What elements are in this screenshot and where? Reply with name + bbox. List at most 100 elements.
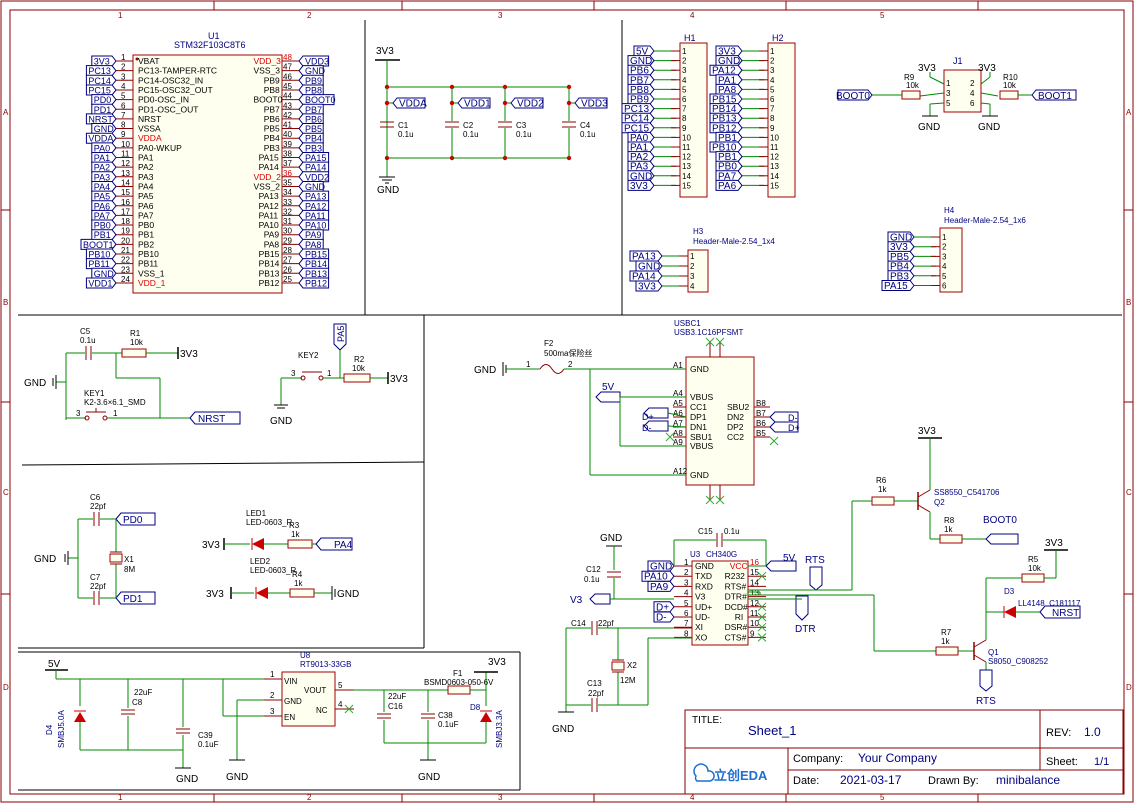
h1-pins-net-pb9-flag <box>627 93 655 105</box>
u1-pin-num: 12 <box>121 159 130 168</box>
u1-pin-name: PA3 <box>138 172 154 182</box>
u1-pin-num: 2 <box>121 63 126 72</box>
usb-5v-net: 5V <box>602 382 615 393</box>
ch340-pin-num: 16 <box>750 558 759 567</box>
title-block: TITLE: Sheet_1 REV: 1.0 Company: Your Co… <box>684 709 1124 795</box>
x1-val: 8M <box>124 565 135 574</box>
u1-pin-name: PA11 <box>259 210 279 220</box>
key1-p1: 1 <box>113 409 118 418</box>
u1-pin-num: 38 <box>283 150 292 159</box>
ch340-net-pa9: PA9 <box>650 582 669 593</box>
u1-pin-num: 39 <box>283 140 292 149</box>
h4-part: Header-Male-2.54_1x6 <box>944 216 1026 225</box>
h1-pins-net-5v-flag <box>633 45 655 57</box>
ch340-gnd-top: GND <box>600 533 622 544</box>
h2-pins-pin-num: 10 <box>770 133 779 142</box>
h1-pins-net-pa1-flag <box>627 141 655 153</box>
u1-net-pb11-flag <box>85 258 117 270</box>
ch340-rts-net: RTS <box>805 555 825 566</box>
u1-net-vdd2: VDD2 <box>305 172 329 182</box>
h1-pins-pin-num: 9 <box>682 124 687 133</box>
decoupling-net-vdd1: VDD1 <box>464 99 491 110</box>
h1-pins-pin-num: 2 <box>682 57 687 66</box>
u1-net-pa5: PA5 <box>94 192 110 202</box>
drawn-value: minibalance <box>996 773 1060 787</box>
h3-header: H3 Header-Male-2.54_1x4 1PA132GND3PA1443… <box>629 227 775 293</box>
zone-row-left: B <box>3 298 8 307</box>
r3-val: 1k <box>291 530 300 539</box>
u1-pin-num: 40 <box>283 130 292 139</box>
u8-p4: 4 <box>338 700 343 709</box>
h2-pins-net-pb15: PB15 <box>712 95 737 106</box>
u1-pin-num: 23 <box>121 265 130 274</box>
h1-pins-net-gnd-flag <box>627 170 655 182</box>
h1-pins-net-pa2: PA2 <box>630 152 649 163</box>
zone-row-left: C <box>3 488 9 497</box>
u1-net-pb1-flag <box>91 229 117 241</box>
u1-pin-name: PD0-OSC_IN <box>138 95 189 105</box>
d3-part: LL4148_C181117 <box>1018 599 1081 608</box>
h1-pins-pin-num: 13 <box>682 162 691 171</box>
ch340-net-d+-flag <box>653 601 675 613</box>
h3-pins-pin-num: 1 <box>690 252 695 261</box>
h1-pins-pin-num: 12 <box>682 153 691 162</box>
u1-net-gnd: GND <box>94 269 115 279</box>
u1-pin-name: VSS_3 <box>254 66 281 76</box>
u1-net-pb4-flag <box>298 132 324 144</box>
u1-net-pb15: PB15 <box>305 250 327 260</box>
u1-pin-num: 11 <box>121 150 130 159</box>
h3-part: Header-Male-2.54_1x4 <box>693 237 775 246</box>
u1-net-pa6: PA6 <box>94 201 110 211</box>
u1-pin-num: 22 <box>121 256 130 265</box>
ch340-5v-net: 5V <box>783 553 796 564</box>
ch340-pin-name: RI <box>735 612 744 622</box>
f1-part: BSMD0603-050-6V <box>424 678 494 687</box>
zone-col-top: 5 <box>880 11 885 20</box>
u1-pin-num: 45 <box>283 82 292 91</box>
h1-pins-net-pb6-flag <box>627 64 655 76</box>
xtal-pd1-net: PD1 <box>123 594 143 605</box>
q1-part: S8050_C908252 <box>988 657 1049 666</box>
h1-pins-net-pb7: PB7 <box>630 75 649 86</box>
r6-val: 1k <box>878 485 887 494</box>
u1-net-pd1: PD1 <box>94 105 112 115</box>
u1-net-pd0: PD0 <box>94 95 112 105</box>
u1-body <box>132 54 283 294</box>
u1-net-pa11: PA11 <box>305 211 326 221</box>
u1-net-boot1-flag <box>80 238 117 250</box>
u1-net-pa15: PA15 <box>305 153 326 163</box>
r4-ref: R4 <box>292 570 303 579</box>
c13-ref: C13 <box>587 679 602 688</box>
sheet-value: 1/1 <box>1094 756 1109 768</box>
easyeda-logo-icon: 立创EDA <box>693 763 768 783</box>
j1-gnd-left: GND <box>918 122 940 133</box>
h1-pins-net-pa0: PA0 <box>630 133 649 144</box>
h2-pins-pin-num: 14 <box>770 172 779 181</box>
c5-ref: C5 <box>80 327 91 336</box>
h2-pins-pin-num: 1 <box>770 47 775 56</box>
h2-pins-net-pb12-flag <box>709 122 743 134</box>
u1-pin-name: PB6 <box>264 114 280 124</box>
u1-net-vdd3-flag <box>298 55 330 67</box>
decoupling-gnd: GND <box>377 185 399 196</box>
h1-pins-net-gnd-flag <box>627 55 655 67</box>
u1-net-gnd-flag <box>91 267 117 279</box>
j1-boot0-net: BOOT0 <box>836 91 870 102</box>
u1-pin-name: PB15 <box>259 249 280 259</box>
usb-pin-num: B6 <box>756 419 766 428</box>
ch340-pin-num: 1 <box>684 558 689 567</box>
u1-net-pb13-flag <box>298 267 330 279</box>
usb-pin-name: VBUS <box>690 441 713 451</box>
u1-net-pb8-flag <box>298 84 324 96</box>
u1-pin-name: PB1 <box>138 230 154 240</box>
h1-pins-net-pc15-flag <box>621 122 655 134</box>
key2-ref: KEY2 <box>298 351 319 360</box>
ch340-pin-name: R232 <box>725 571 746 581</box>
h2-pins-net-pb1: PB1 <box>718 133 737 144</box>
h2-pins-net-pb1-flag <box>715 131 743 143</box>
u1-pin-num: 15 <box>121 188 130 197</box>
u1-net-gnd-flag <box>298 180 324 192</box>
j1-3v3-right: 3V3 <box>978 63 996 74</box>
